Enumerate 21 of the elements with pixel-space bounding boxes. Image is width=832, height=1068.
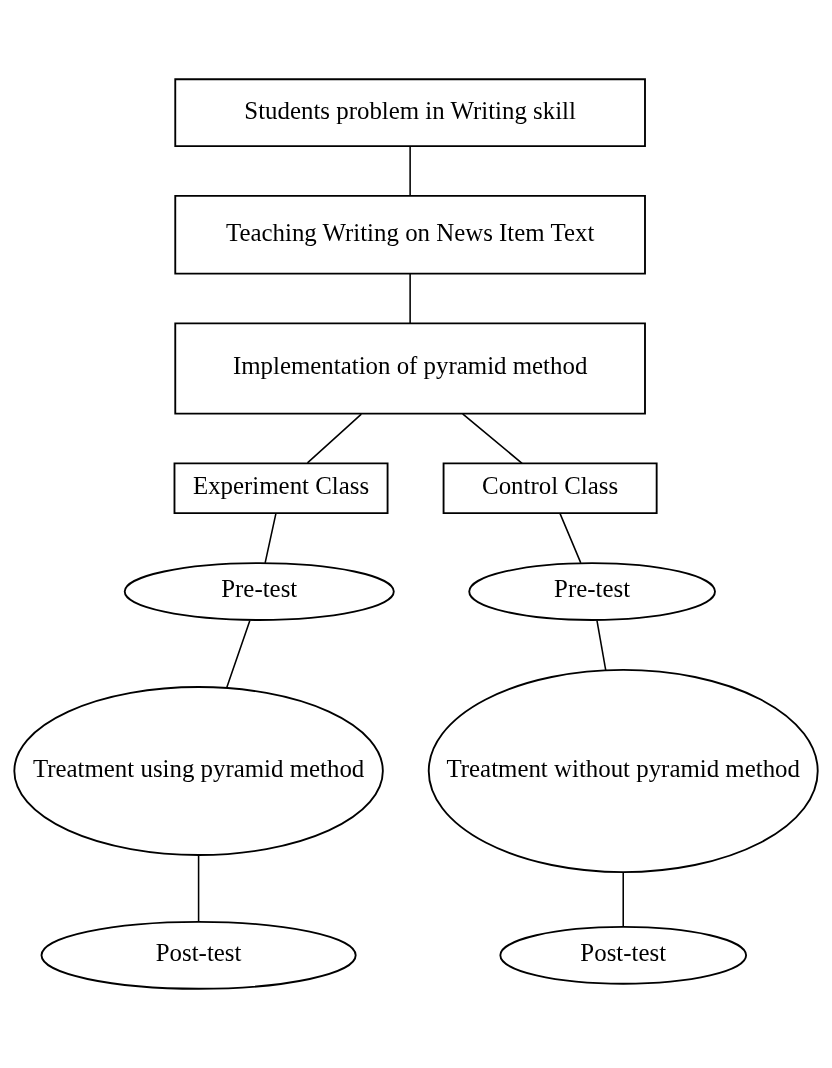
node-ellipse: Pre-test <box>123 562 395 621</box>
connector <box>409 145 411 197</box>
connector <box>197 854 200 923</box>
node-box: Students problem in Writing skill <box>174 78 646 148</box>
node-box: Experiment Class <box>173 462 389 515</box>
connector <box>409 273 411 325</box>
node-ellipse: Post-test <box>499 926 748 985</box>
connector <box>306 413 363 464</box>
node-box: Teaching Writing on News Item Text <box>174 194 646 275</box>
node-ellipse: Treatment using pyramid method <box>13 686 384 856</box>
node-ellipse: Treatment without pyramid method <box>427 669 819 874</box>
connector <box>622 871 624 928</box>
connector <box>264 512 277 564</box>
node-ellipse: Pre-test <box>468 562 716 621</box>
connector <box>559 512 582 564</box>
node-box: Implementation of pyramid method <box>174 322 646 415</box>
connector <box>461 413 523 465</box>
connector <box>225 619 251 689</box>
node-ellipse: Post-test <box>40 920 357 990</box>
node-box: Control Class <box>442 462 658 515</box>
connector <box>596 619 607 671</box>
